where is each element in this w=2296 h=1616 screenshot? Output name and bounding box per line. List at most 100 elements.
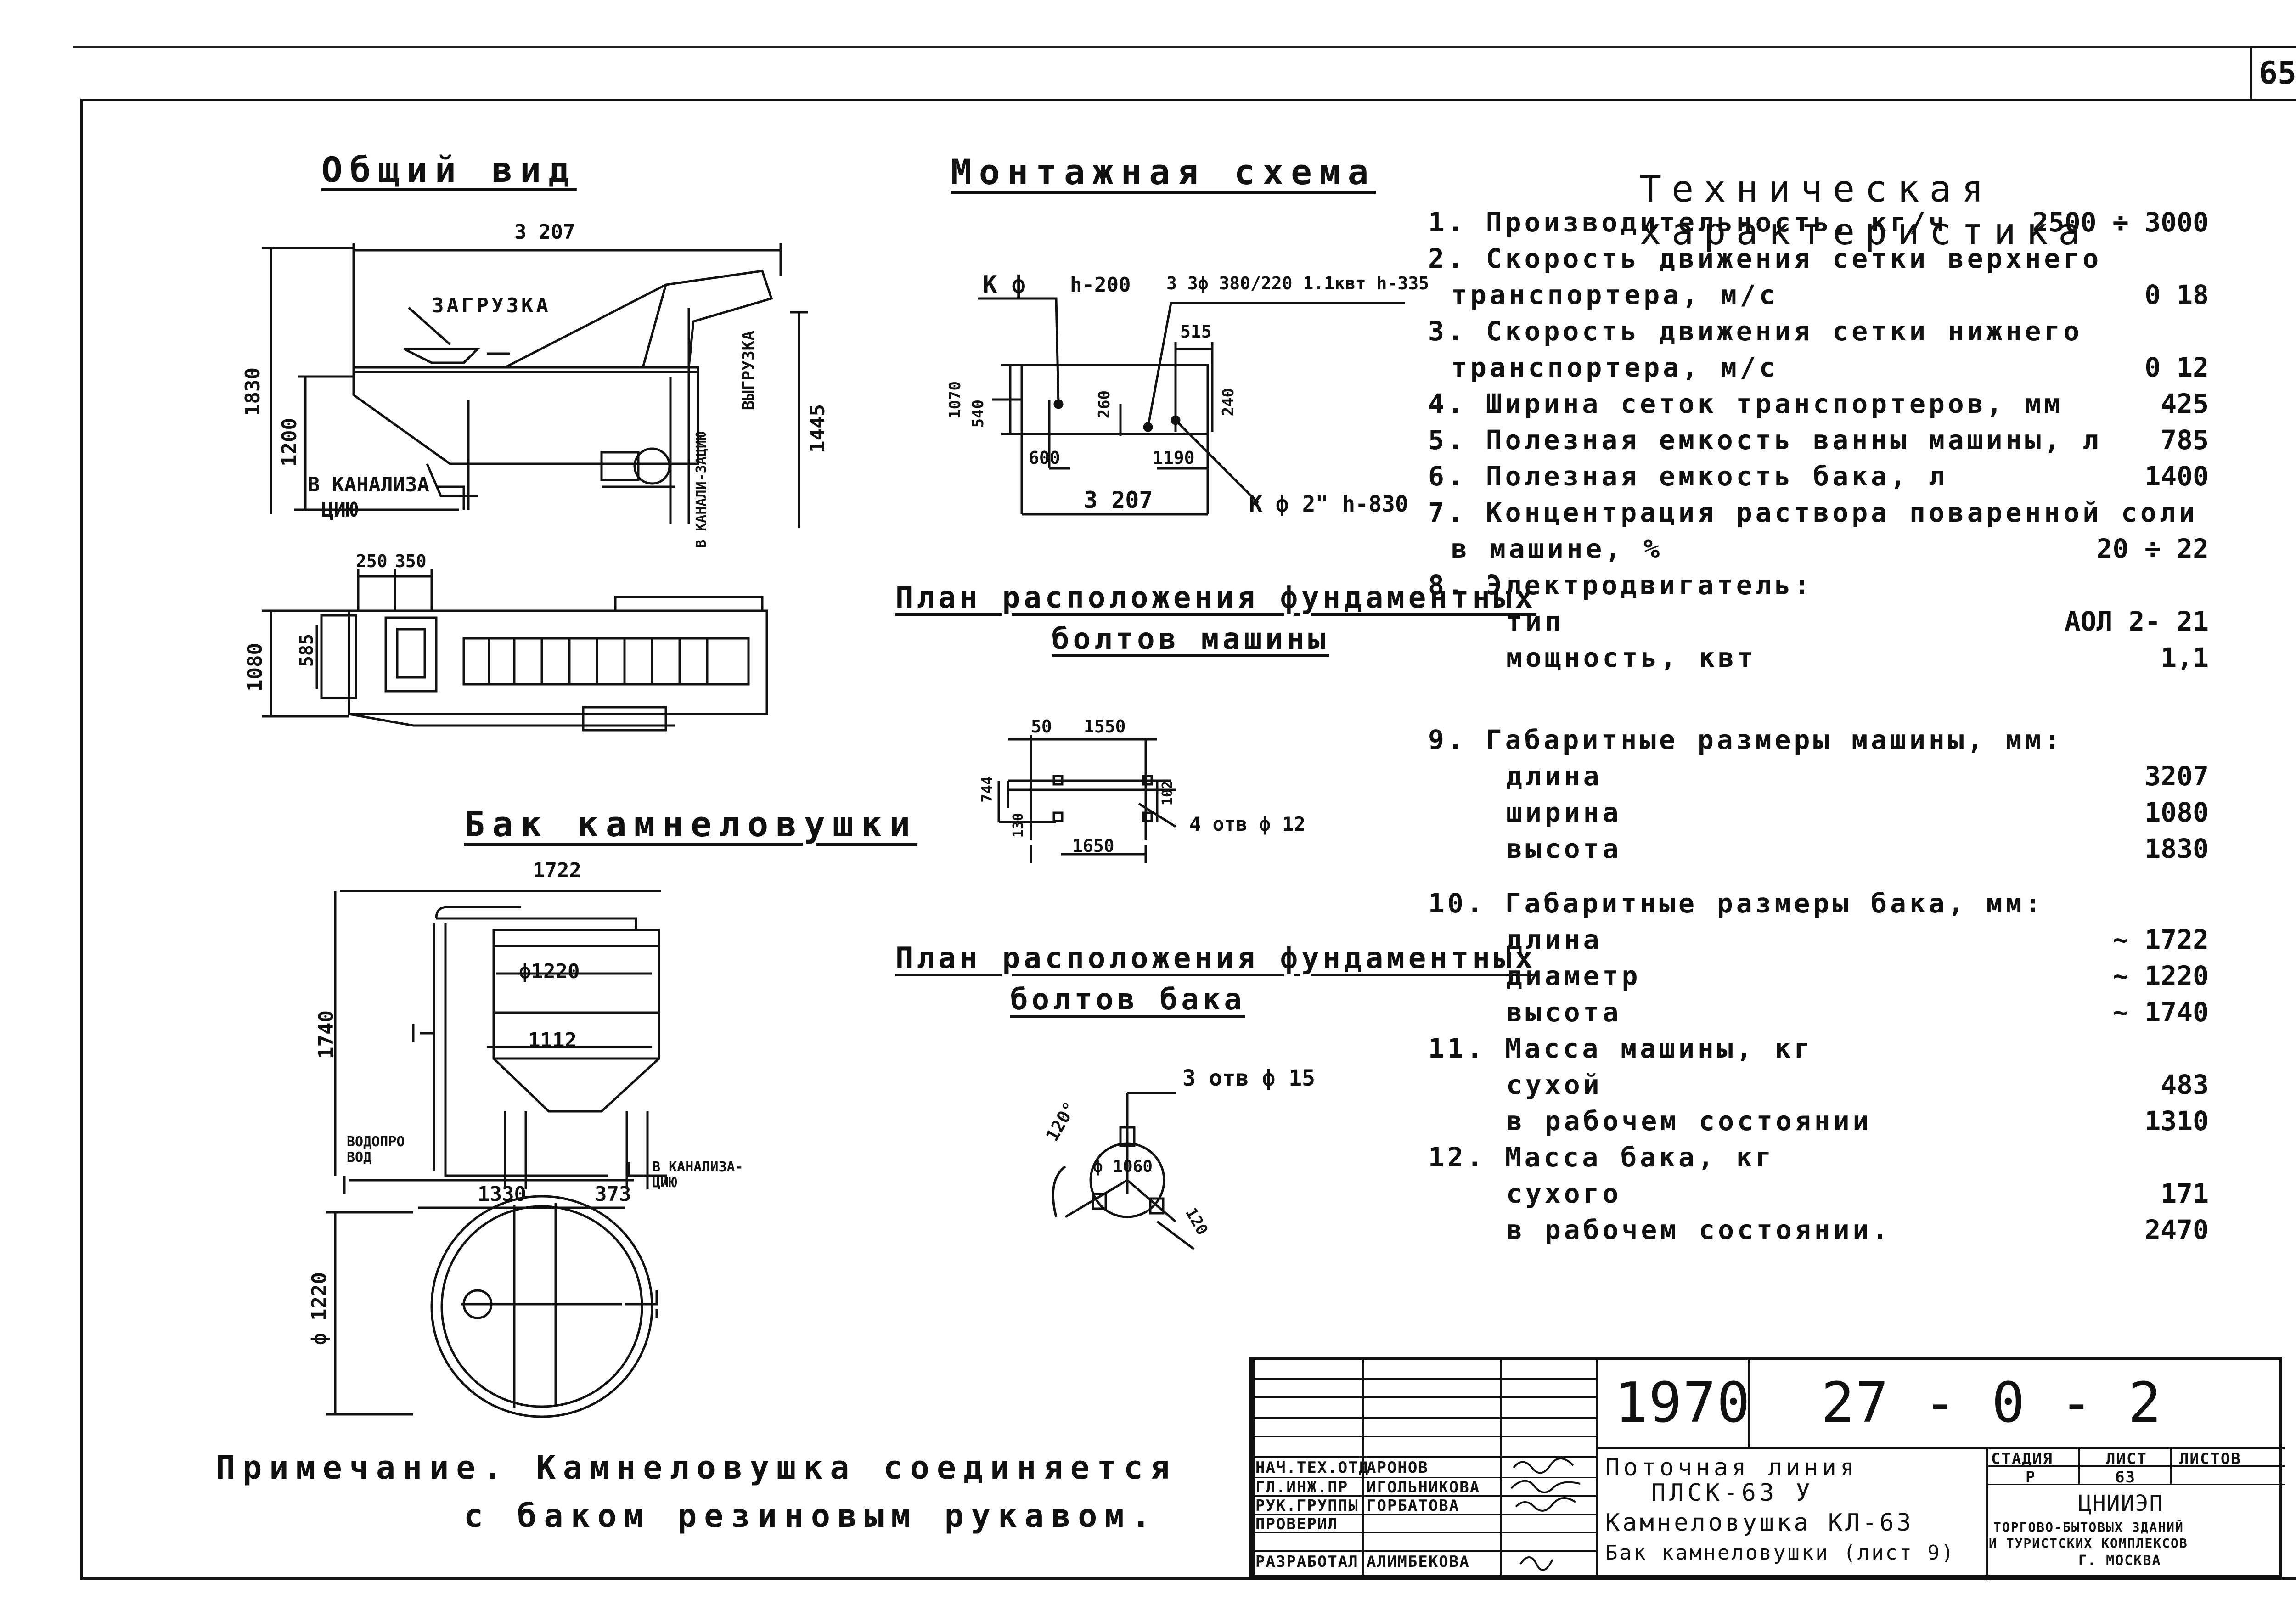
bolts-tank-plan	[1052, 1092, 1195, 1250]
tank-dim-d1220: ф1220	[519, 960, 580, 983]
general-view-title: Общий вид	[321, 149, 577, 190]
bm-holes: 4 отв ф 12	[1189, 813, 1306, 835]
drawing-frame	[80, 99, 2296, 1580]
tb-role-2: ГЛ.ИНЖ.ПР	[1255, 1478, 1349, 1497]
spec-row-text: 3. Скорость движения сетки нижнего	[1428, 315, 2083, 347]
tank-dim-1112: 1112	[528, 1029, 577, 1052]
tank-side-view	[334, 890, 667, 1209]
ms-k-phi: К ф	[983, 271, 1026, 298]
machine-side-view	[262, 243, 808, 528]
spec-row-text: транспортера, м/с	[1451, 279, 1778, 310]
spec-row-text: 11. Масса машины, кг	[1428, 1033, 1813, 1064]
tb-name-1: АРОНОВ	[1367, 1458, 1429, 1477]
ms-h200: h-200	[1070, 273, 1131, 297]
spec-row-value: 3207	[2144, 760, 2209, 792]
tb-org-desc-1: ТОРГОВО-БЫТОВЫХ ЗДАНИЙ	[1993, 1520, 2184, 1535]
spec-row-value: 2500 ÷ 3000	[2032, 207, 2209, 238]
ms-k-phi2: К ф 2" h-830	[1249, 491, 1408, 517]
ms-dim-540: 540	[969, 400, 987, 428]
bm-dim-744: 744	[978, 776, 996, 803]
ms-dim-240: 240	[1219, 388, 1238, 417]
spec-row-value: 483	[2161, 1069, 2209, 1100]
tank-dim-1740: 1740	[315, 1010, 338, 1059]
spec-row-value: 0 18	[2144, 279, 2209, 310]
spec-row-text: 8. Электродвигатель:	[1428, 569, 1813, 601]
tank-title: Бак камнеловушки	[464, 804, 918, 845]
ms-dim-600: 600	[1029, 448, 1060, 468]
tb-stage-label: СТАДИЯ	[1991, 1450, 2053, 1468]
bm-dim-50: 50	[1031, 716, 1052, 737]
spec-row-text: 1. Производительность, кг/ч	[1428, 207, 1948, 238]
tank-dim-373: 373	[595, 1182, 631, 1206]
gv-sewer-label-2: ЦИЮ	[321, 498, 358, 522]
bt-diam: ф 1060	[1093, 1157, 1153, 1176]
ms-dim-3207: 3 207	[1084, 487, 1153, 513]
bolts-machine-title-2: болтов машины	[1052, 622, 1329, 656]
gv-load-label: ЗАГРУЗКА	[432, 294, 551, 317]
spec-row-text: в рабочем состоянии.	[1506, 1214, 1891, 1245]
tb-sheet-label: ЛИСТ	[2106, 1450, 2147, 1468]
spec-row-value: 0 12	[2144, 352, 2209, 383]
gv-water-label: В КАНАЛИ-ЗАЦИЮ	[693, 432, 709, 548]
tb-org: ЦНИИЭП	[2078, 1491, 2164, 1516]
tb-org-desc-2: И ТУРИСТСКИХ КОМПЛЕКСОВ	[1989, 1536, 2188, 1551]
spec-row-value: 20 ÷ 22	[2096, 533, 2209, 564]
gv-dim-1200: 1200	[278, 418, 301, 467]
ms-dim-515: 515	[1180, 321, 1212, 342]
spec-row-text: длина	[1506, 760, 1603, 792]
spec-row-text: сухого	[1506, 1178, 1622, 1209]
spec-row-text: диаметр	[1506, 960, 1641, 991]
tank-sewer-label: В КАНАЛИЗА-ЦИЮ	[652, 1159, 743, 1191]
spec-row-value: АОЛ 2- 21	[2064, 606, 2209, 637]
spec-row-text: сухой	[1506, 1069, 1603, 1100]
bt-holes: 3 отв ф 15	[1182, 1065, 1315, 1091]
tb-name-5: АЛИМБЕКОВА	[1367, 1553, 1470, 1571]
gv-dim-350: 350	[395, 551, 427, 571]
spec-row-text: 4. Ширина сеток транспортеров, мм	[1428, 388, 2064, 419]
gv-sewer-label-1: В КАНАЛИЗА	[308, 473, 429, 496]
spec-row-value: ~ 1740	[2112, 997, 2209, 1028]
note-line-2: с баком резиновым рукавом.	[464, 1497, 1158, 1535]
gv-dim-1080: 1080	[243, 643, 267, 692]
spec-row-text: 10. Габаритные размеры бака, мм:	[1428, 888, 2044, 919]
spec-row-text: тип	[1506, 606, 1564, 637]
gv-unload-label: ВЫГРУЗКА	[739, 331, 758, 411]
tb-role-1: НАЧ.ТЕХ.ОТД	[1255, 1458, 1369, 1477]
ms-power: 3 3ф 380/220 1.1квт h-335	[1166, 273, 1429, 293]
spec-row-value: ~ 1722	[2112, 924, 2209, 955]
gv-dim-585: 585	[296, 634, 317, 667]
tb-name-2: ИГОЛЬНИКОВА	[1367, 1478, 1480, 1497]
tank-dim-1330: 1330	[478, 1182, 526, 1206]
tb-name-3: ГОРБАТОВА	[1367, 1497, 1460, 1515]
spec-row-text: длина	[1506, 924, 1603, 955]
note-line-1: Примечание. Камнеловушка соединяется	[216, 1449, 1177, 1486]
tank-water-label: ВОДОПРО ВОД	[347, 1134, 405, 1166]
spec-row-text: ширина	[1506, 797, 1622, 828]
tb-stage: Р	[2026, 1468, 2036, 1486]
bm-dim-102: 102	[1159, 781, 1176, 806]
ms-dim-1190: 1190	[1153, 448, 1195, 468]
ms-dim-1070: 1070	[946, 381, 964, 419]
tb-role-4: ПРОВЕРИЛ	[1255, 1515, 1338, 1533]
tb-title-1: Поточная линия	[1605, 1454, 1858, 1481]
spec-row-value: 1080	[2144, 797, 2209, 828]
spec-row-text: 9. Габаритные размеры машины, мм:	[1428, 724, 2064, 755]
tank-dim-1722: 1722	[533, 859, 581, 882]
spec-row-value: 171	[2161, 1178, 2209, 1209]
spec-row-value: 1310	[2144, 1105, 2209, 1137]
spec-row-value: ~ 1220	[2112, 960, 2209, 991]
title-block: 1970 27 - 0 - 2 НАЧ.ТЕХ.ОТД ГЛ.ИНЖ.ПР РУ…	[1249, 1357, 2285, 1580]
bm-dim-1650: 1650	[1072, 836, 1114, 856]
tank-plan-view	[326, 1195, 658, 1418]
tb-sheets-label: ЛИСТОВ	[2179, 1450, 2241, 1468]
page-number: 65	[2250, 46, 2296, 99]
gv-dim-1445: 1445	[806, 404, 829, 453]
spec-row-text: высота	[1506, 833, 1622, 864]
tb-role-3: РУК.ГРУППЫ	[1255, 1497, 1359, 1515]
bolts-tank-title-1: План расположения фундаментных	[895, 941, 1536, 975]
spec-row-text: 6. Полезная емкость бака, л	[1428, 461, 1948, 492]
bm-dim-1550: 1550	[1084, 716, 1126, 737]
bolts-tank-title-2: болтов бака	[1010, 983, 1245, 1017]
mounting-scheme-title: Монтажная схема	[951, 152, 1376, 192]
